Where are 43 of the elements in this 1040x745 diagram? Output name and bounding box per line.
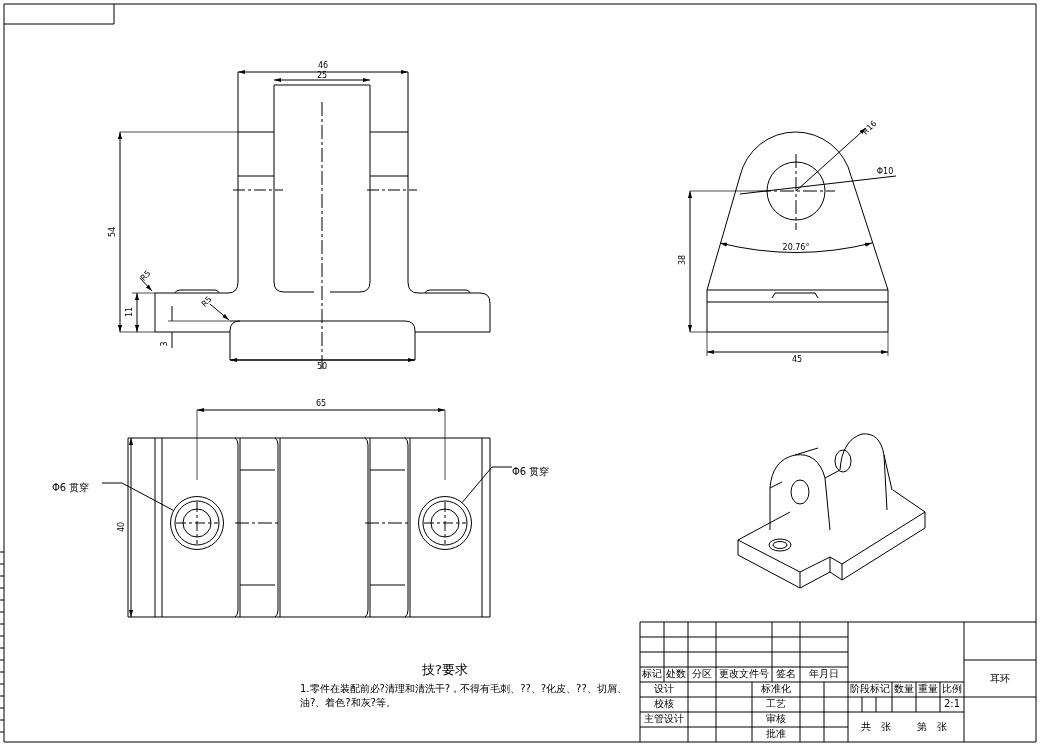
dimension-text: 25 xyxy=(316,72,328,80)
title-block-text: 设计 xyxy=(654,684,674,694)
dimension-text: 3 xyxy=(161,341,169,347)
dimension-text: 65 xyxy=(315,400,327,408)
title-block-text: 耳环 xyxy=(990,674,1010,684)
dimension-text: 38 xyxy=(679,254,687,266)
title-block-text: 批准 xyxy=(766,729,786,739)
title-block-text: 2:1 xyxy=(943,699,961,709)
title-block-text: 主管设计 xyxy=(644,714,684,724)
title-block-text: 数量 xyxy=(894,684,914,694)
title-block-text: 年月日 xyxy=(809,669,839,679)
title-block-text: 比例 xyxy=(942,684,962,694)
dimension-text: 50 xyxy=(316,363,328,371)
title-block-text: 第 xyxy=(917,722,927,732)
dimension-text: R5 xyxy=(139,269,153,283)
title-block-text: 张 xyxy=(937,722,947,732)
hole-drawing xyxy=(170,496,224,550)
title-block-text: 阶段标记 xyxy=(850,684,890,694)
title-block-text: 标记 xyxy=(642,669,662,679)
notes-text: 1.零件在装配前必?清理和清洗干?，不得有毛刺、??、?化皮、??、切屑、油?、着色?和灰?等。 xyxy=(300,682,628,710)
hole-drawing xyxy=(418,496,472,550)
dimension-text: 54 xyxy=(109,226,117,238)
leader-line xyxy=(461,466,513,503)
dimension-text: 20.76° xyxy=(782,244,810,252)
dimension-text: 40 xyxy=(118,521,126,533)
title-block-text: 张 xyxy=(881,722,891,732)
title-block-text: 审核 xyxy=(766,714,786,724)
title-block-text: 签名 xyxy=(776,669,796,679)
leader-line xyxy=(101,482,174,511)
title-block-text: 更改文件号 xyxy=(719,669,769,679)
dimension-text: 11 xyxy=(126,306,134,318)
dimension-text: R5 xyxy=(200,295,214,309)
title-block-text: 处数 xyxy=(666,669,686,679)
notes-heading: 技?要求 xyxy=(422,662,468,676)
title-block-text: 校核 xyxy=(654,699,674,709)
dimension-text: Φ10 xyxy=(876,168,894,176)
title-block-text: 工艺 xyxy=(766,699,786,709)
title-block-text: 分区 xyxy=(692,669,712,679)
dimension-text: 46 xyxy=(317,62,329,70)
title-block-text: 标准化 xyxy=(761,684,791,694)
dimension-text: 45 xyxy=(791,356,803,364)
title-block-text: 共 xyxy=(861,722,871,732)
title-block-text: 重量 xyxy=(918,684,938,694)
